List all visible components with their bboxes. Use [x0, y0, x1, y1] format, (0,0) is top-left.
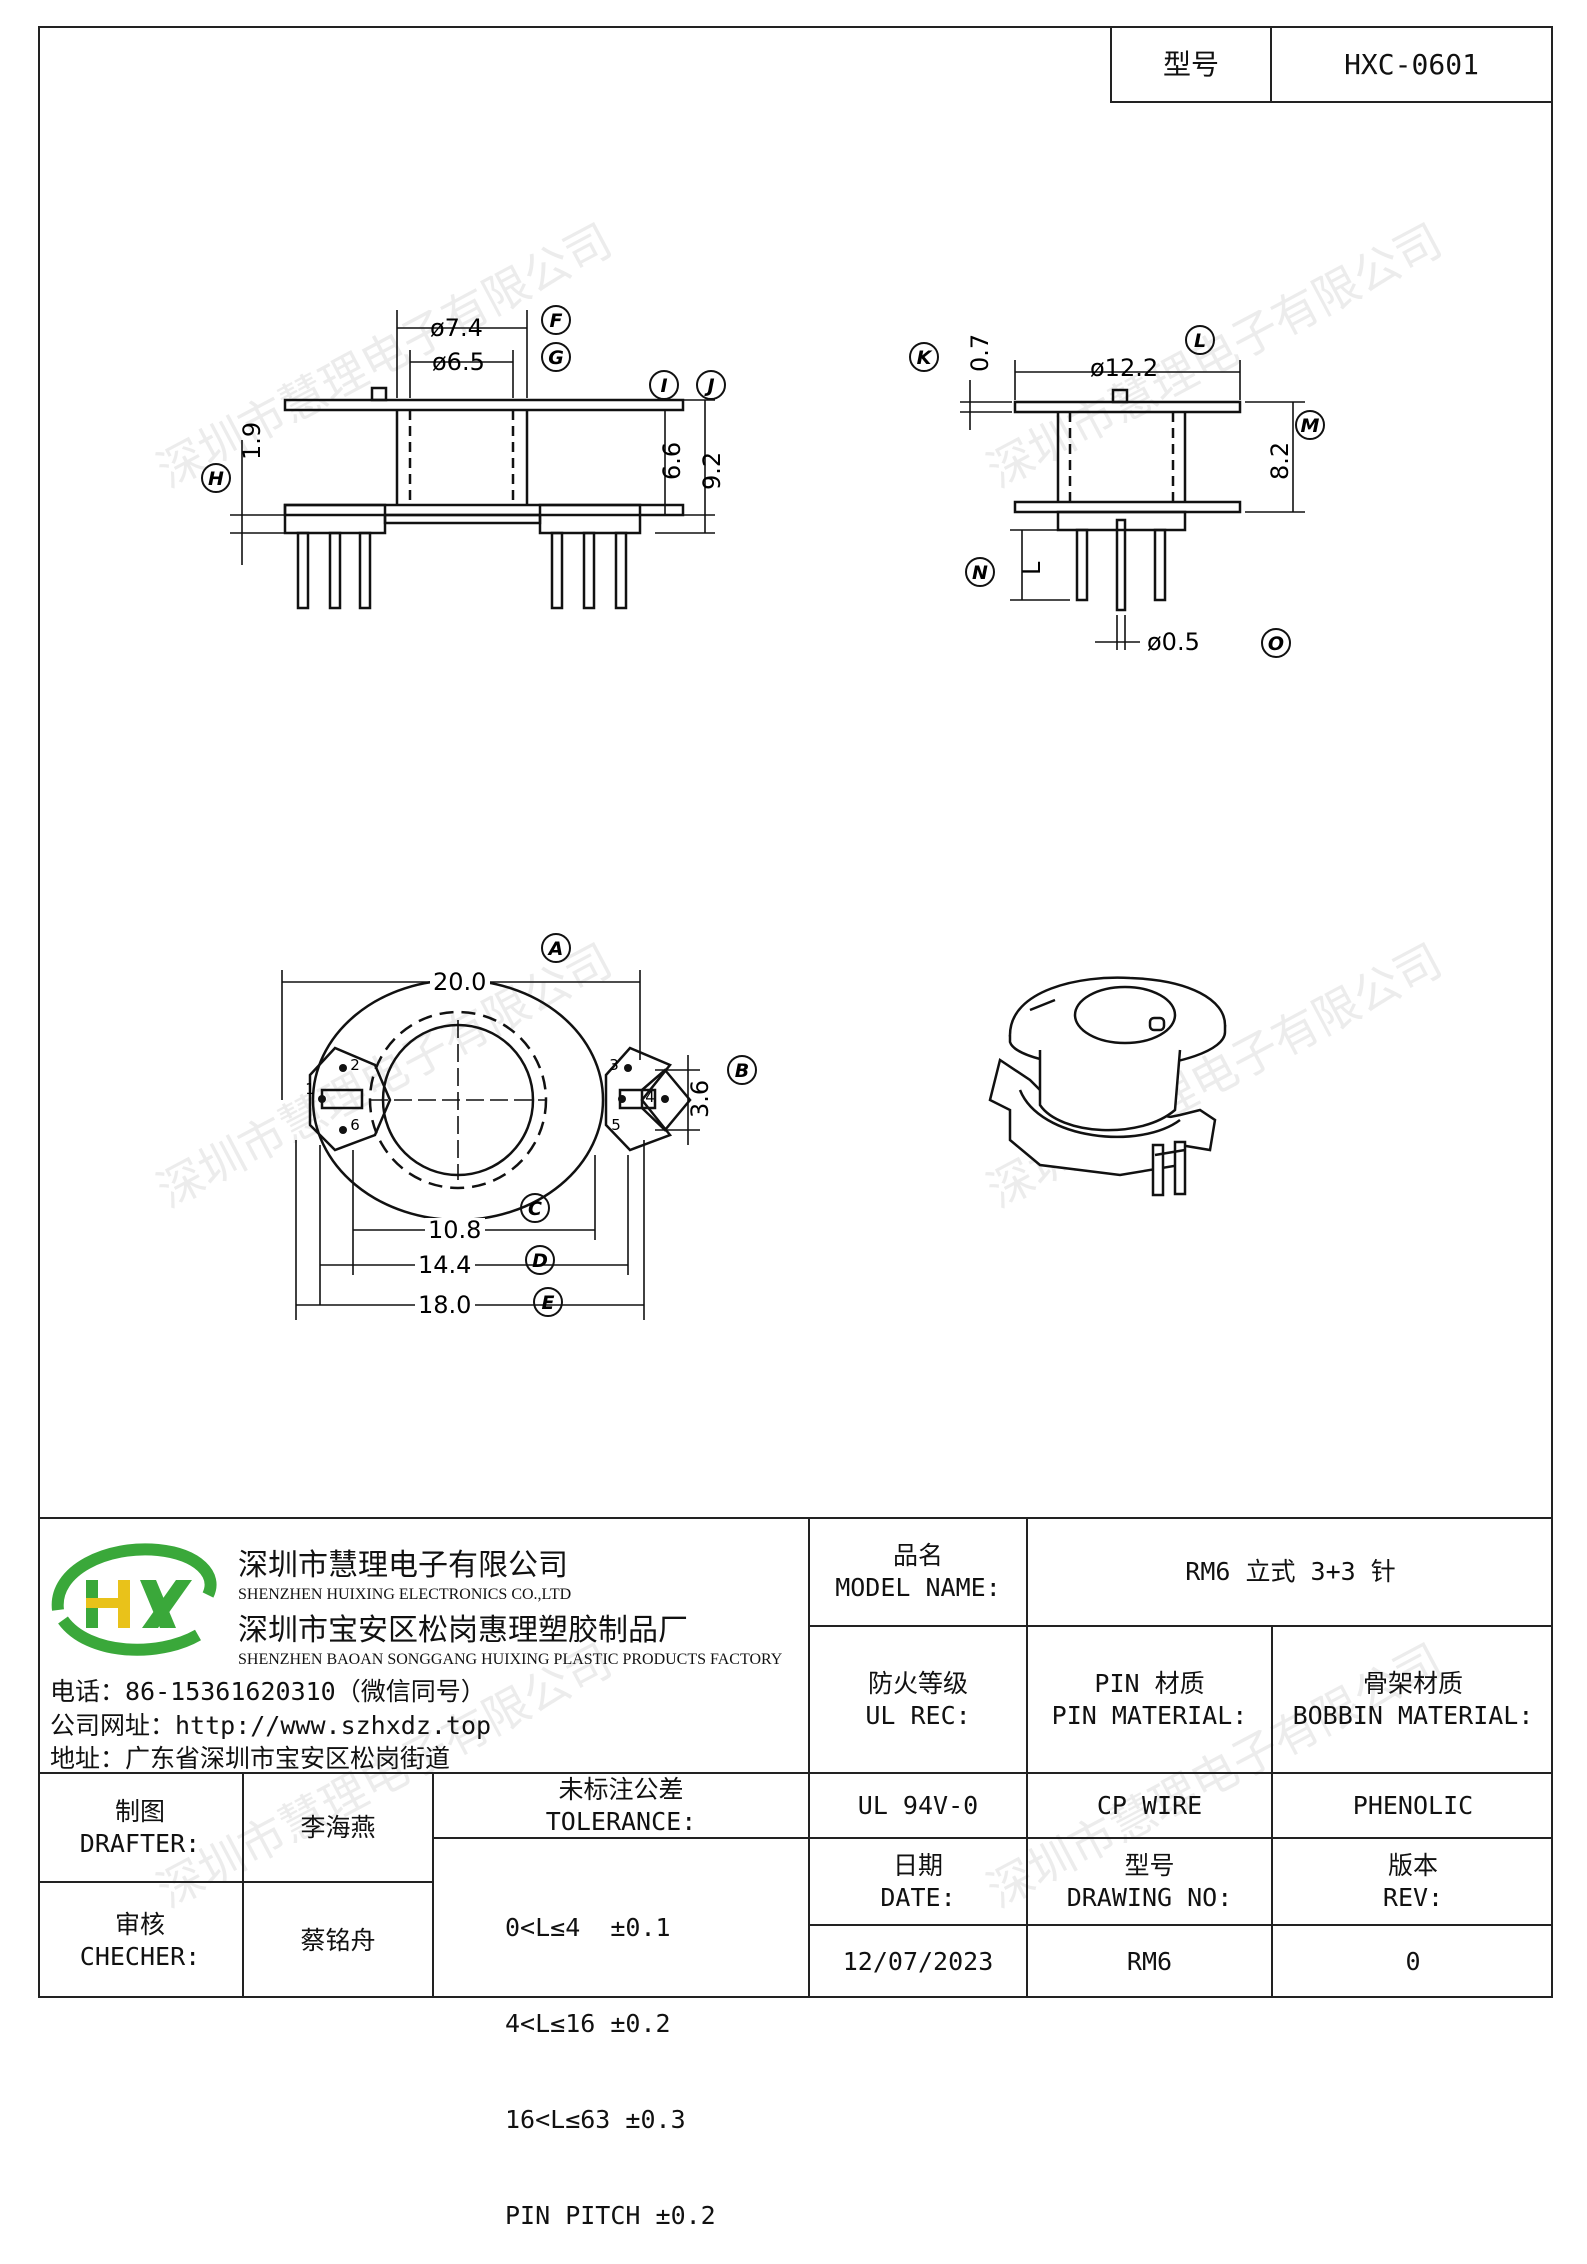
dim-pin-diameter: ø0.5 — [1147, 628, 1200, 656]
checker-name: 蔡铭舟 — [300, 1925, 376, 1955]
top-view-drawing: 1 2 3 4 5 6 20.0 3.6 10.8 14.4 18.0 A B … — [281, 933, 757, 1320]
callout-F: F — [550, 310, 563, 332]
date-en: DATE: — [880, 1882, 956, 1912]
tolerance-line: PIN PITCH ±0.2 — [505, 2201, 716, 2230]
dim-outer-diameter: ø7.4 — [430, 314, 483, 342]
model-name-label: 品名 MODEL NAME: — [810, 1519, 1026, 1625]
dim-base-span: 18.0 — [418, 1291, 471, 1319]
tolerance-cn: 未标注公差 — [558, 1774, 684, 1804]
company-name-cn: 深圳市慧理电子有限公司 — [238, 1548, 568, 1583]
dim-height: 8.2 — [1266, 442, 1294, 480]
ul-rec-cn: 防火等级 — [867, 1668, 968, 1698]
callout-B: B — [735, 1060, 749, 1082]
company-address: 地址：广东省深圳市宝安区松岗街道 — [50, 1744, 451, 1773]
date-value: 12/07/2023 — [842, 1947, 994, 1976]
callout-A: A — [547, 938, 564, 960]
side-view-drawing: ø7.4 ø6.5 1.9 6.6 9.2 F G I J H — [201, 305, 726, 610]
drafter-en: DRAFTER: — [79, 1828, 201, 1858]
dim-inner-span: 10.8 — [428, 1216, 481, 1244]
bobbin-material-cn: 骨架材质 — [1362, 1668, 1463, 1698]
drawing-no-label: 型号 DRAWING NO: — [1028, 1839, 1271, 1924]
drawing-no-en: DRAWING NO: — [1066, 1882, 1233, 1912]
pin-label-6: 6 — [350, 1116, 360, 1134]
checker-label: 审核 CHECHER: — [38, 1883, 242, 1998]
pin-label-4: 4 — [645, 1088, 655, 1106]
model-name-cn: 品名 — [892, 1541, 943, 1570]
drafter-name: 李海燕 — [300, 1812, 376, 1842]
callout-N: N — [972, 562, 988, 584]
tolerance-line: 4<L≤16 ±0.2 — [505, 2009, 671, 2038]
dim-pin-offset: 3.6 — [686, 1080, 714, 1118]
company-name-en: SHENZHEN HUIXING ELECTRONICS CO.,LTD — [238, 1586, 572, 1603]
callout-C: C — [528, 1198, 542, 1220]
drawing-no-value: RM6 — [1126, 1947, 1173, 1976]
callout-K: K — [917, 347, 933, 369]
date-cn: 日期 — [892, 1850, 943, 1880]
tolerance-line: 16<L≤63 ±0.3 — [505, 2105, 686, 2134]
drawing-frame — [38, 26, 1553, 1998]
model-label: 型号 — [1162, 47, 1219, 81]
dim-pin-span: 14.4 — [418, 1251, 471, 1279]
callout-D: D — [532, 1250, 548, 1272]
tolerance-line: 0<L≤4 ±0.1 — [505, 1913, 671, 1942]
dim-total-height: 9.2 — [698, 452, 726, 490]
isometric-view-drawing — [988, 976, 1227, 1197]
rev-en: REV: — [1382, 1882, 1444, 1912]
dim-total-width: 20.0 — [433, 968, 486, 996]
pin-label-3: 3 — [609, 1056, 619, 1074]
dim-base-height: 1.9 — [238, 422, 266, 460]
callout-L: L — [1194, 330, 1206, 352]
pin-material-en: PIN MATERIAL: — [1051, 1700, 1248, 1730]
rev-value: 0 — [1405, 1947, 1421, 1976]
tolerance-list: 0<L≤4 ±0.1 4<L≤16 ±0.2 16<L≤63 ±0.3 PIN … — [505, 1848, 716, 2264]
dim-flange-thickness: 0.7 — [966, 334, 994, 372]
callout-G: G — [548, 347, 564, 369]
pin-label-5: 5 — [611, 1116, 621, 1134]
bobbin-material-value: PHENOLIC — [1352, 1790, 1474, 1820]
ul-rec-value: UL 94V-0 — [857, 1790, 979, 1820]
bobbin-material-label: 骨架材质 BOBBIN MATERIAL: — [1273, 1627, 1553, 1772]
callout-I: I — [660, 375, 667, 397]
drawing-no-cn: 型号 — [1124, 1850, 1175, 1880]
company-phone: 电话：86-15361620310（微信同号） — [50, 1677, 486, 1706]
pin-material-cn: PIN 材质 — [1094, 1668, 1205, 1698]
dim-pin-length: L — [1018, 561, 1046, 575]
pin-label-1: 1 — [305, 1080, 315, 1098]
model-name-value: RM6 立式 3+3 针 — [1185, 1557, 1396, 1586]
tolerance-en: TOLERANCE: — [545, 1806, 697, 1836]
dim-inner-diameter: ø6.5 — [432, 348, 485, 376]
bobbin-material-en: BOBBIN MATERIAL: — [1292, 1700, 1534, 1730]
checker-cn: 审核 — [114, 1909, 165, 1939]
callout-E: E — [542, 1292, 555, 1314]
rev-cn: 版本 — [1387, 1850, 1438, 1880]
factory-name-en: SHENZHEN BAOAN SONGGANG HUIXING PLASTIC … — [238, 1651, 783, 1668]
callout-H: H — [208, 468, 224, 490]
ul-rec-label: 防火等级 UL REC: — [810, 1627, 1026, 1772]
company-website[interactable]: 公司网址：http://www.szhxdz.top — [50, 1711, 492, 1740]
dim-flange-diameter: ø12.2 — [1090, 354, 1158, 382]
callout-O: O — [1268, 633, 1284, 655]
logo-text: HX — [48, 1540, 50, 1541]
callout-J: J — [703, 375, 714, 397]
ul-rec-en: UL REC: — [865, 1700, 971, 1730]
model-value: HXC-0601 — [1344, 47, 1479, 81]
company-logo: HX — [48, 1540, 217, 1656]
rev-label: 版本 REV: — [1273, 1839, 1553, 1924]
pin-label-2: 2 — [350, 1056, 360, 1074]
pin-material-value: CP WIRE — [1096, 1790, 1203, 1820]
pin-material-label: PIN 材质 PIN MATERIAL: — [1028, 1627, 1271, 1772]
tolerance-label: 未标注公差 TOLERANCE: — [434, 1774, 808, 1837]
model-box: 型号 HXC-0601 — [1110, 26, 1553, 103]
date-label: 日期 DATE: — [810, 1839, 1026, 1924]
callout-M: M — [1301, 415, 1320, 437]
factory-name-cn: 深圳市宝安区松岗惠理塑胶制品厂 — [238, 1613, 688, 1648]
front-view-drawing: 0.7 ø12.2 8.2 L ø0.5 K L M N O — [909, 325, 1325, 658]
model-name-en: MODEL NAME: — [835, 1573, 1001, 1602]
drafter-cn: 制图 — [114, 1796, 165, 1826]
dim-body-height: 6.6 — [658, 442, 686, 480]
checker-en: CHECHER: — [79, 1941, 201, 1971]
drafter-label: 制图 DRAFTER: — [38, 1774, 242, 1881]
